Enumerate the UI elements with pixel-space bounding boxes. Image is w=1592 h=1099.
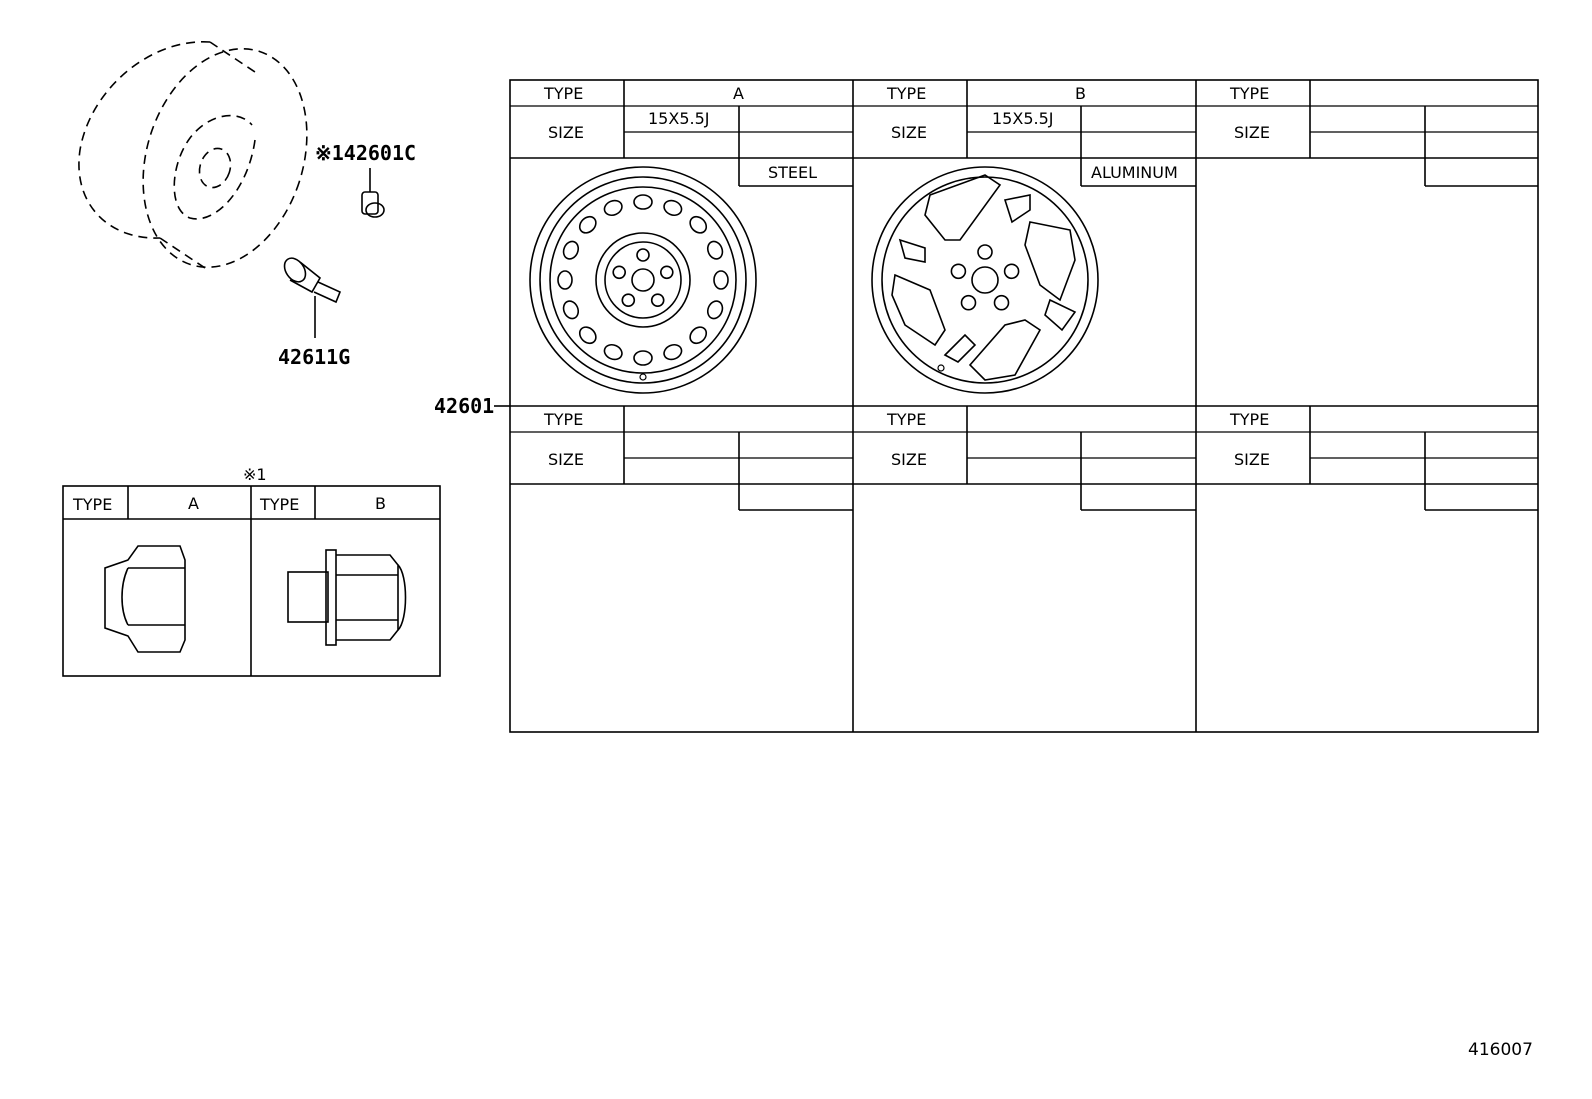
cell-4-type-label: TYPE [543,410,583,429]
cell-1-size-label: SIZE [548,123,584,142]
cell-3-size-label: SIZE [1234,123,1270,142]
valve-part-label: 42611G [278,345,350,369]
wheel-hole [659,265,674,280]
wheel-hole [950,263,967,280]
wheel-hole [636,248,650,262]
wheel-part-label: 42601 [434,394,494,418]
lug-nut-ref-label: ※142601C [315,141,416,165]
cell-2-type-label: TYPE [886,84,926,103]
nut-type-label-a: TYPE [72,495,112,514]
wheel-hole [650,293,665,308]
steel-wheel-icon [529,166,757,394]
wheel-table: TYPE SIZE A 15X5.5J STEEL TYPE SIZE B 15… [509,79,1539,733]
wheel-hole [663,343,683,361]
cell-2-type-value: B [1075,84,1086,103]
wheel-hole [562,300,580,320]
nut-table: ※1 TYPE A TYPE B [62,465,441,677]
cell-1-type-value: A [733,84,744,103]
cell-2-size-value: 15X5.5J [992,109,1053,128]
wheel-hole [689,215,708,234]
wheel-hole [706,300,724,320]
valve-stem-icon [283,257,342,338]
wheel-hole [689,326,708,345]
cell-3-type-label: TYPE [1229,84,1269,103]
nut-type-b: B [375,494,386,513]
cell-5-type-label: TYPE [886,410,926,429]
cell-5-size-label: SIZE [891,450,927,469]
aluminum-wheel-icon [871,166,1099,394]
wheel-hole [562,240,580,260]
cell-2-size-label: SIZE [891,123,927,142]
wheel-hole [993,294,1010,311]
nut-b-icon [287,549,407,646]
wheel-hole [557,270,573,290]
wheel-hole [633,194,653,210]
diagram-id: 416007 [1468,1040,1533,1060]
wheel-hole [578,215,597,234]
lug-nut-icon [361,168,385,218]
wheel-hole [713,270,729,290]
wheel-hole [633,350,653,366]
wheel-hole [603,343,623,361]
cell-4-size-label: SIZE [548,450,584,469]
cell-1-size-value: 15X5.5J [648,109,709,128]
wheel-hole [612,265,627,280]
wheel-hole [603,199,623,217]
wheel-hole [1003,263,1020,280]
nut-a-icon [104,545,186,653]
wheel-hole [960,294,977,311]
wheel-hole [578,326,597,345]
cell-6-type-label: TYPE [1229,410,1269,429]
wheel-hole [706,240,724,260]
nut-type-label-b: TYPE [259,495,299,514]
cell-1-type-label: TYPE [543,84,583,103]
cell-1-material: STEEL [768,163,817,182]
nut-table-note: ※1 [243,465,267,484]
wheel-hole [977,244,993,260]
wheel-hole [621,293,636,308]
wheel-hole [663,199,683,217]
nut-type-a: A [188,494,199,513]
cell-6-size-label: SIZE [1234,450,1270,469]
tire-outline [78,41,308,269]
cell-2-material: ALUMINUM [1091,163,1178,182]
